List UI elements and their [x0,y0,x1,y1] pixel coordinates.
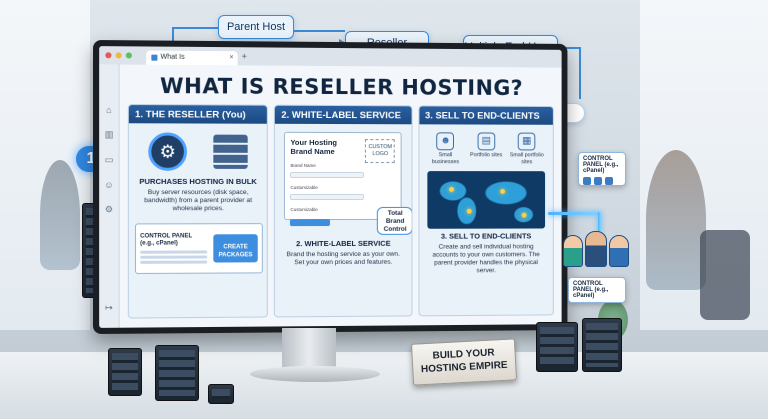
column-header: 3. SELL TO END-CLIENTS [419,106,553,124]
gear-icon[interactable]: ⚙ [105,204,113,215]
desk-server-icon [208,384,234,404]
floating-control-panel: CONTROL PANEL (e.g., cPanel) [578,152,626,186]
flow-line [294,30,345,32]
panel-app-icons [583,177,621,185]
glow-connector [548,212,600,215]
column-reseller: 1. THE RESELLER (You) PURCHASES HOSTING … [128,104,268,319]
desk-server-icon [155,345,199,401]
create-packages-button[interactable]: CREATE PACKAGES [213,234,257,262]
customizable-field[interactable] [290,194,364,200]
floating-control-panel: CONTROL PANEL (e.g., cPanel) [568,277,626,303]
window-close-dot[interactable] [105,52,111,58]
column-description: Create and sell individual hosting accou… [425,243,547,275]
folder-icon[interactable]: ▭ [105,155,114,166]
window-minimize-dot[interactable] [116,52,122,58]
monitor-stand [282,328,336,370]
browser-icon: ▦ [518,133,536,151]
client-small-businesses: ☻ Small businesses [425,132,466,165]
column-header: 1. THE RESELLER (You) [129,105,267,124]
tab-close-icon[interactable]: × [229,51,233,65]
flow-parent-host: Parent Host [218,15,294,39]
background-person-right [646,150,706,290]
client-types: ☻ Small businesses ▤ Portfolio sites ▦ S… [425,132,547,165]
office-chair [700,230,750,320]
monitor: What Is × + ⌂ ▥ ▭ ☺ ⚙ ↦ WHAT IS RESELLER… [93,40,567,334]
desk-sign: BUILD YOUR HOSTING EMPIRE [411,338,517,385]
desk-server-icon [582,318,622,372]
control-panel-label-area: CONTROL PANEL (e.g., cPanel) [140,233,207,264]
floating-panel-label: CONTROL PANEL (e.g., cPanel) [573,281,621,299]
column-subtitle: 2. WHITE-LABEL SERVICE [281,240,405,248]
column-header: 2. WHITE-LABEL SERVICE [275,106,411,125]
side-rail: ⌂ ▥ ▭ ☺ ⚙ ↦ [99,64,119,328]
column-white-label: 2. WHITE-LABEL SERVICE Your Hosting Bran… [274,105,412,318]
location-pin-icon [521,213,526,218]
client-small-portfolio-sites: ▦ Small portfolio sites [507,133,547,166]
field-label: Customizable [290,184,396,192]
tab-title: What Is [161,51,185,65]
home-icon[interactable]: ⌂ [106,105,112,115]
column-description: Brand the hosting service as your own. S… [281,251,405,268]
client-label: Small portfolio sites [510,152,544,164]
favicon-icon [151,55,157,61]
user-avatar [609,235,629,267]
location-pin-icon [449,187,454,192]
flow-line [579,47,581,99]
user-avatar [585,231,607,267]
custom-logo-placeholder: CUSTOM LOGO [365,139,395,163]
new-tab-button[interactable]: + [242,51,247,61]
page-title: WHAT IS RESELLER HOSTING? [128,74,554,100]
location-pin-icon [467,209,472,214]
column-row: 1. THE RESELLER (You) PURCHASES HOSTING … [128,104,554,319]
browser-window: What Is × + ⌂ ▥ ▭ ☺ ⚙ ↦ WHAT IS RESELLER… [99,46,561,328]
column-end-clients: 3. SELL TO END-CLIENTS ☻ Small businesse… [418,105,554,316]
client-label: Small businesses [432,152,459,164]
monitor-base [250,366,380,382]
gear-head-icon [148,132,187,170]
desk-server-icon [108,348,142,396]
browser-tab[interactable]: What Is × [146,51,237,66]
control-panel-card: CONTROL PANEL (e.g., cPanel) CREATE PACK… [135,223,263,274]
settings-sliders-icon [140,250,207,263]
world-map [427,171,545,229]
main-content: WHAT IS RESELLER HOSTING? 1. THE RESELLE… [120,64,562,327]
column-subtitle: 3. SELL TO END-CLIENTS [425,232,547,240]
client-portfolio-sites: ▤ Portfolio sites [466,132,507,158]
server-stack-icon [214,135,248,169]
column-body: PURCHASES HOSTING IN BULK Buy server res… [129,123,267,280]
brand-save-button[interactable] [290,219,330,226]
person-icon: ☻ [437,132,455,150]
column-body: ☻ Small businesses ▤ Portfolio sites ▦ S… [419,124,553,281]
brand-name-field[interactable] [290,172,364,178]
floating-panel-label: CONTROL PANEL (e.g., cPanel) [583,156,621,174]
location-pin-icon [500,189,505,194]
logout-icon[interactable]: ↦ [105,302,113,313]
users-icon[interactable]: ☺ [104,180,113,190]
control-panel-label: CONTROL PANEL (e.g., cPanel) [140,233,207,247]
field-label: Brand Name [290,162,396,170]
window-maximize-dot[interactable] [126,52,132,58]
end-users-avatars [563,235,629,267]
portfolio-icon: ▤ [477,132,495,150]
column-description: Buy server resources (disk space, bandwi… [135,189,261,213]
reseller-illustration [135,129,261,174]
column-body: Your Hosting Brand Name CUSTOM LOGO Bran… [275,124,411,274]
brand-card: Your Hosting Brand Name CUSTOM LOGO Bran… [284,132,402,220]
chart-icon[interactable]: ▥ [105,129,114,140]
total-brand-control-badge: Total Brand Control [377,207,412,235]
background-person-left [40,160,80,270]
column-subtitle: PURCHASES HOSTING IN BULK [135,178,261,186]
client-label: Portfolio sites [470,152,502,158]
brand-name: Your Hosting Brand Name [290,138,360,156]
user-avatar [563,235,583,267]
flow-line [172,27,218,29]
desk-server-icon [536,322,578,372]
